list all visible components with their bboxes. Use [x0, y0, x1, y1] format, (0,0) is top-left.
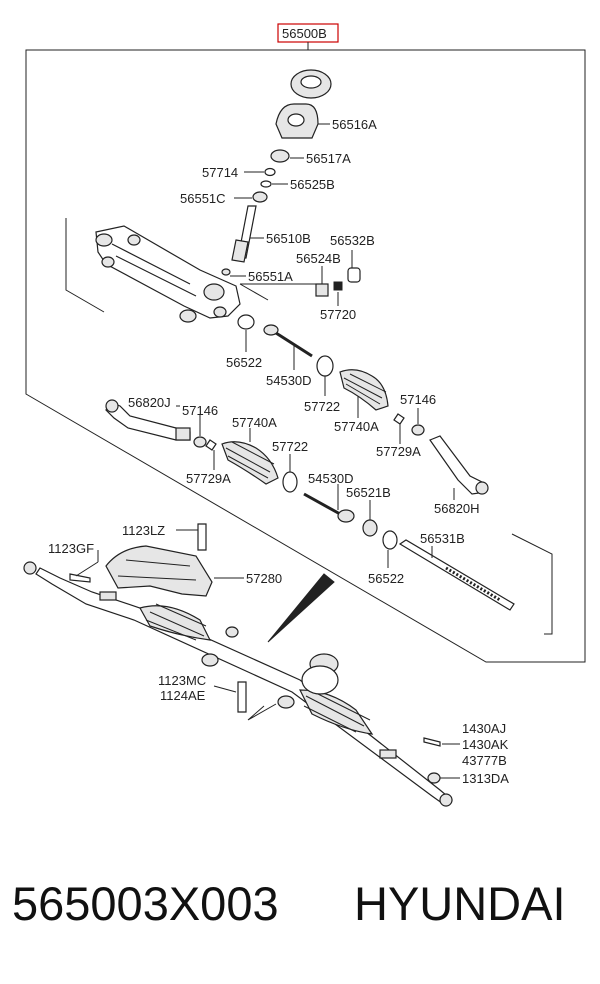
label-56522-lower: 56522: [368, 571, 404, 586]
label-56510B: 56510B: [266, 231, 311, 246]
label-56524B: 56524B: [296, 251, 341, 266]
upper-gear-housing: [95, 225, 241, 323]
label-1123GF: 1123GF: [48, 541, 94, 556]
label-1123LZ: 1123LZ: [122, 523, 165, 538]
assembly-label-text: 56500B: [282, 26, 327, 41]
label-56531B: 56531B: [420, 531, 465, 546]
inner-tie-rod-lower: [303, 492, 398, 550]
footer-brand: HYUNDAI: [354, 877, 566, 930]
label-56517A: 56517A: [306, 151, 351, 166]
upper-pinion-parts: [221, 69, 332, 276]
label-1124AE: 1124AE: [160, 688, 206, 703]
assembly-label: 56500B: [277, 23, 339, 43]
footer-part-number: 565003X003: [12, 877, 279, 930]
label-57729A-left: 57729A: [186, 471, 231, 486]
label-57146-left: 57146: [182, 403, 218, 418]
label-57722-lower: 57722: [272, 439, 308, 454]
label-56551C: 56551C: [180, 191, 226, 206]
label-54530D-lower: 54530D: [308, 471, 354, 486]
label-1123MC: 1123MC: [158, 673, 206, 688]
label-54530D-upper: 54530D: [266, 373, 312, 388]
mounting-bracket: [105, 545, 213, 597]
label-57722-upper: 57722: [304, 399, 340, 414]
label-57720: 57720: [320, 307, 356, 322]
assembled-steering-gear: [23, 561, 453, 807]
label-56522-upper: 56522: [226, 355, 262, 370]
footer: 565003X003 HYUNDAI: [0, 876, 600, 946]
label-56521B: 56521B: [346, 485, 391, 500]
boot-lower-left: [221, 441, 279, 485]
label-56525B: 56525B: [290, 177, 335, 192]
label-57714: 57714: [202, 165, 238, 180]
label-57280: 57280: [246, 571, 282, 586]
boot-upper-right: [339, 369, 389, 411]
label-57740A-upper: 57740A: [334, 419, 379, 434]
exploded-view-frame: [25, 49, 586, 663]
label-43777B: 43777B: [462, 753, 507, 768]
part-labels: 56516A 56517A 57714 56525B 56551C 56510B…: [48, 117, 509, 786]
rack-bar: [398, 539, 515, 611]
leader-lines: [75, 123, 460, 779]
tie-rod-end-right: [429, 435, 489, 495]
inner-tie-rod-upper: [237, 314, 313, 358]
tie-rod-end-left: [105, 399, 191, 441]
label-56516A: 56516A: [332, 117, 377, 132]
label-56551A: 56551A: [248, 269, 293, 284]
label-57729A-right: 57729A: [376, 444, 421, 459]
label-57740A-lower: 57740A: [232, 415, 277, 430]
assembly-arrow: [267, 573, 335, 643]
label-57146-right: 57146: [400, 392, 436, 407]
label-56820H: 56820H: [434, 501, 480, 516]
label-1313DA: 1313DA: [462, 771, 509, 786]
label-56532B: 56532B: [330, 233, 375, 248]
label-56820J: 56820J: [128, 395, 171, 410]
label-1430AK: 1430AK: [462, 737, 509, 752]
label-1430AJ: 1430AJ: [462, 721, 506, 736]
